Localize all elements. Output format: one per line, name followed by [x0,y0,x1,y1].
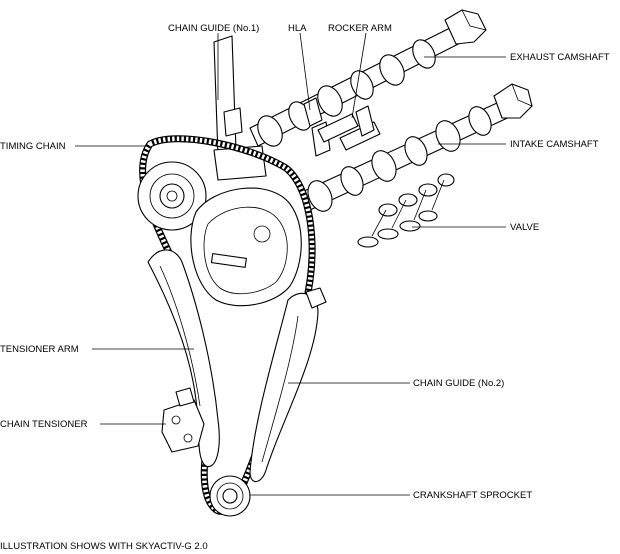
label-crankshaft-sprocket: CRANKSHAFT SPROCKET [413,490,532,501]
label-timing-chain: TIMING CHAIN [0,141,66,152]
label-intake-camshaft: INTAKE CAMSHAFT [510,139,599,150]
label-tensioner-arm: TENSIONER ARM [0,344,79,355]
chain-tensioner [161,387,205,453]
valve-assembly [357,173,455,248]
label-chain-guide-no1: CHAIN GUIDE (No.1) [168,23,259,34]
tensioner-arm [147,249,220,467]
label-exhaust-camshaft: EXHAUST CAMSHAFT [510,52,610,63]
caption: ILLUSTRATION SHOWS WITH SKYACTIV-G 2.0 [0,541,208,552]
label-chain-tensioner: CHAIN TENSIONER [0,419,88,430]
chain-guide-no1 [213,35,267,181]
exhaust-camshaft [249,9,487,147]
exhaust-cam-sprocket [137,161,207,231]
label-valve: VALVE [510,222,539,233]
label-rocker-arm: ROCKER ARM [328,23,392,34]
intake-vvt-sprocket [190,187,302,307]
crankshaft-sprocket [209,475,251,517]
rocker-arm-assembly [303,97,381,157]
chain-guide-no2 [249,287,327,483]
leader-lines [75,32,506,496]
label-chain-guide-no2: CHAIN GUIDE (No.2) [413,378,504,389]
label-hla: HLA [288,23,307,34]
